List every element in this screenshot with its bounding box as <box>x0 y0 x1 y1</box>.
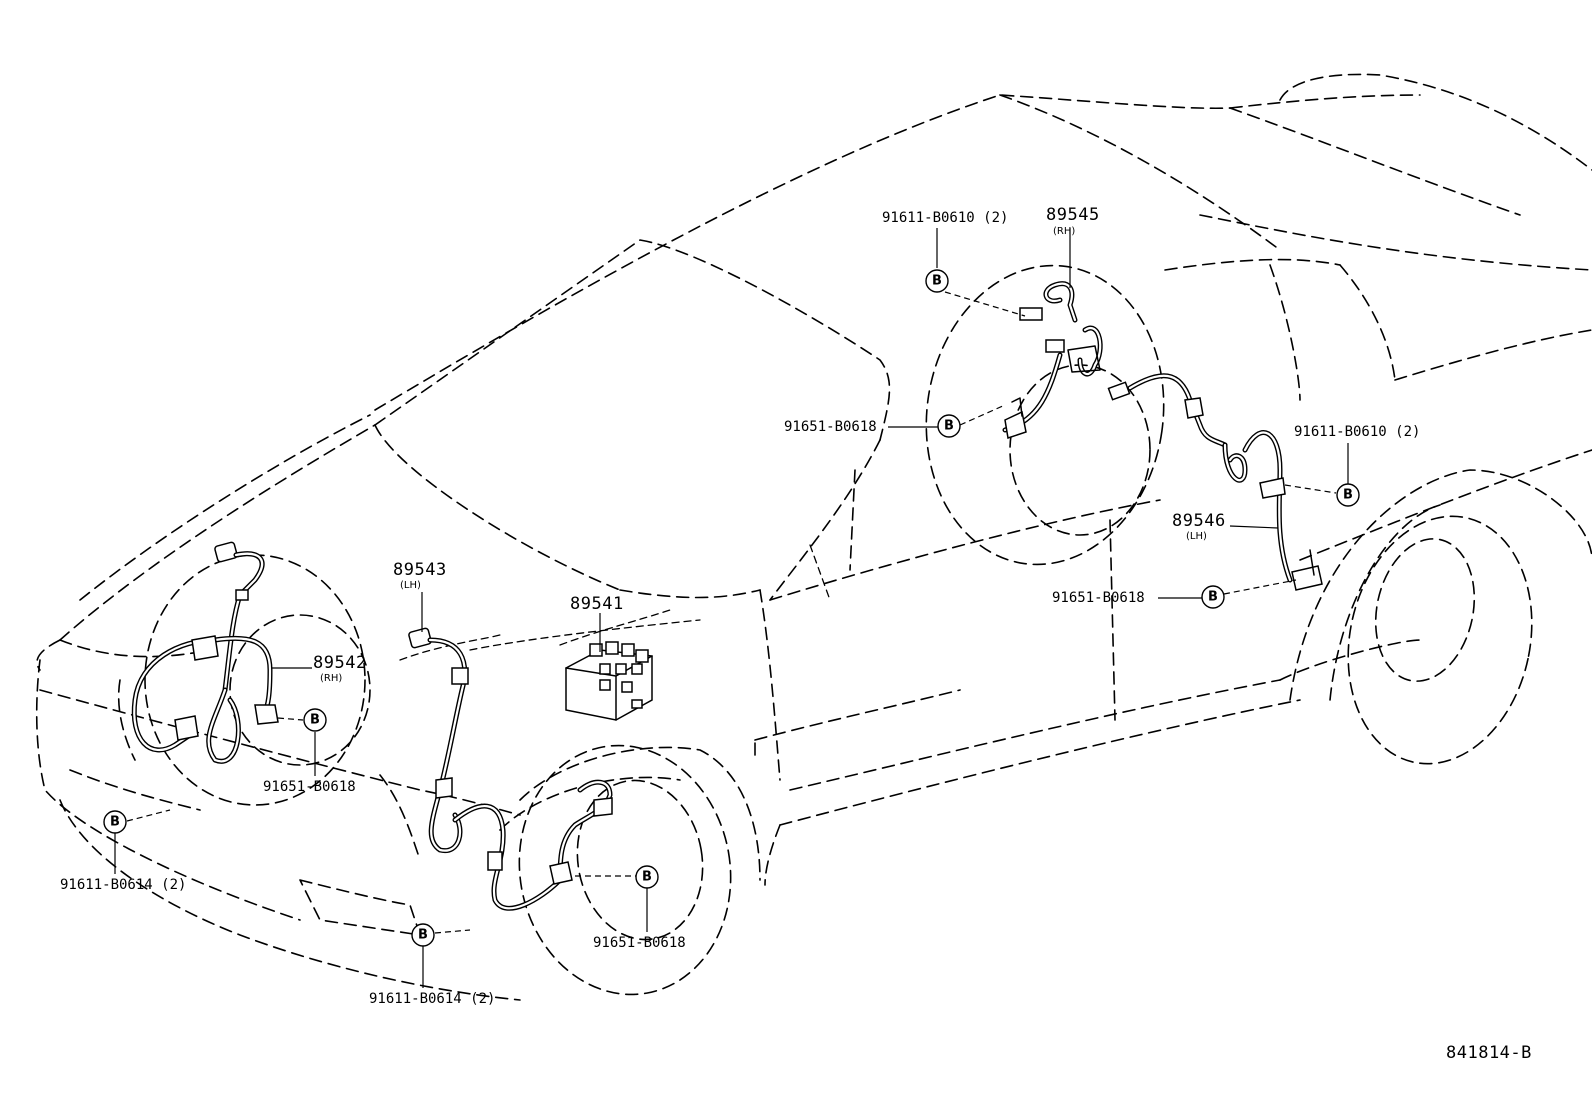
label-side-lh-rear: (LH) <box>1186 531 1207 542</box>
label-bolt-rear-right: 91611-B0610 (2) <box>1294 424 1421 440</box>
label-bolt-front-sensor-rh: 91651-B0618 <box>263 779 356 795</box>
label-bolt-front-left: 91611-B0614 (2) <box>60 877 187 893</box>
bolt-symbol-rear-sensor: B <box>937 414 961 438</box>
bolt-symbol-rear-top: B <box>925 269 949 293</box>
svg-text:B: B <box>642 870 652 885</box>
svg-text:B: B <box>418 928 428 943</box>
front-lh-sensor-89543 <box>408 627 613 911</box>
svg-text:B: B <box>944 419 954 434</box>
abs-actuator-89541 <box>565 641 653 721</box>
svg-text:B: B <box>1343 488 1353 503</box>
label-bolt-front-bottom: 91611-B0614 (2) <box>369 991 496 1007</box>
bolt-symbol-front-sensor-rh: B <box>303 708 327 732</box>
bolt-symbol-rear-lower: B <box>1201 585 1225 609</box>
bolt-symbols: B B B B B B B B <box>103 269 1360 947</box>
car-body-outline <box>35 73 1592 1001</box>
label-side-rh-front: (RH) <box>320 673 343 684</box>
svg-text:B: B <box>110 815 120 830</box>
bolt-symbol-rear-right: B <box>1336 483 1360 507</box>
svg-text:B: B <box>310 713 320 728</box>
diagram-code: 841814-B <box>1446 1043 1532 1063</box>
front-rh-sensor-89542 <box>131 541 279 764</box>
label-side-rh: (RH) <box>1053 226 1076 237</box>
label-part-89541: 89541 <box>570 594 624 614</box>
label-bolt-rear-top: 91611-B0610 (2) <box>882 210 1009 226</box>
label-part-89542: 89542 <box>313 653 367 673</box>
svg-text:B: B <box>1208 590 1218 605</box>
label-bolt-rear-lower: 91651-B0618 <box>1052 590 1145 606</box>
label-bolt-rear-sensor: 91651-B0618 <box>784 419 877 435</box>
rear-lh-sensor-89546 <box>1107 373 1323 591</box>
label-part-89543: 89543 <box>393 560 447 580</box>
bolt-symbol-front-left: B <box>103 810 127 834</box>
bolt-symbol-front-sensor-lh: B <box>635 865 659 889</box>
label-bolt-front-sensor-lh: 91651-B0618 <box>593 935 686 951</box>
svg-text:B: B <box>932 274 942 289</box>
leader-lines <box>114 228 1349 988</box>
rear-rh-sensor-89545 <box>1002 281 1103 439</box>
label-side-lh-front: (LH) <box>400 580 421 591</box>
bolt-symbol-front-bottom: B <box>411 923 435 947</box>
label-part-89546: 89546 <box>1172 511 1226 531</box>
label-part-89545: 89545 <box>1046 205 1100 225</box>
